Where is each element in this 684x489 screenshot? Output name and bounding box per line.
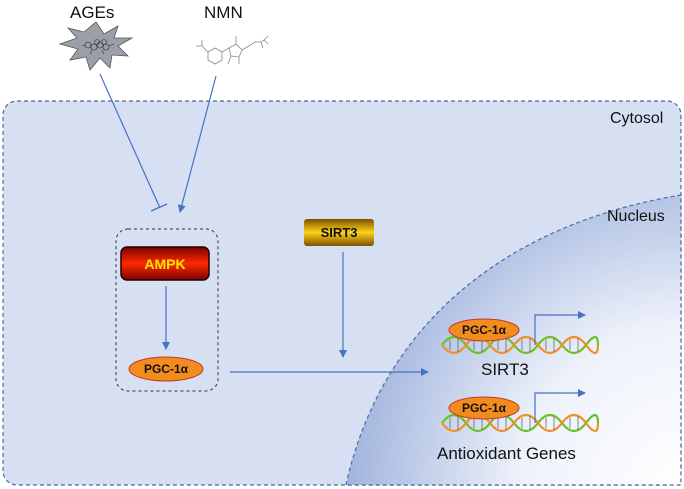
ages-label: AGEs	[70, 3, 115, 22]
ampk-shape	[120, 246, 210, 281]
nmn-molecule-icon	[196, 35, 269, 65]
gene-antioxidant-label: Antioxidant Genes	[437, 444, 576, 463]
ampk-pgc-box	[115, 228, 219, 392]
sirt3-shape	[304, 219, 374, 246]
dna-helix-2-icon	[441, 413, 600, 433]
dna-helix-1-icon	[441, 335, 600, 355]
transcription-arrow-2	[534, 389, 586, 423]
ages-starburst-icon	[58, 21, 134, 71]
nucleus-region	[345, 194, 682, 486]
gene-sirt3-label: SIRT3	[481, 360, 529, 379]
nmn-activate-arrow	[177, 75, 217, 213]
inhibit-bar	[150, 203, 168, 212]
transcription-arrow-1	[534, 311, 586, 345]
pgc1a-dna2-shape	[448, 396, 520, 420]
sirt3-protein-label: SIRT3	[320, 225, 358, 240]
nmn-label: NMN	[204, 3, 243, 22]
pgc1a-dna2-label: PGC-1α	[461, 401, 507, 415]
pgc1a-dna1-shape	[448, 318, 520, 342]
pgc1a-dna1-label: PGC-1α	[461, 323, 507, 337]
ampk-label: AMPK	[144, 255, 186, 272]
nucleus-label: Nucleus	[607, 208, 665, 225]
cytosol-label: Cytosol	[610, 110, 664, 127]
ages-inhibit-line	[99, 73, 161, 209]
pgc1a-shape	[128, 356, 204, 382]
pgc1a-label: PGC-1α	[143, 362, 189, 376]
